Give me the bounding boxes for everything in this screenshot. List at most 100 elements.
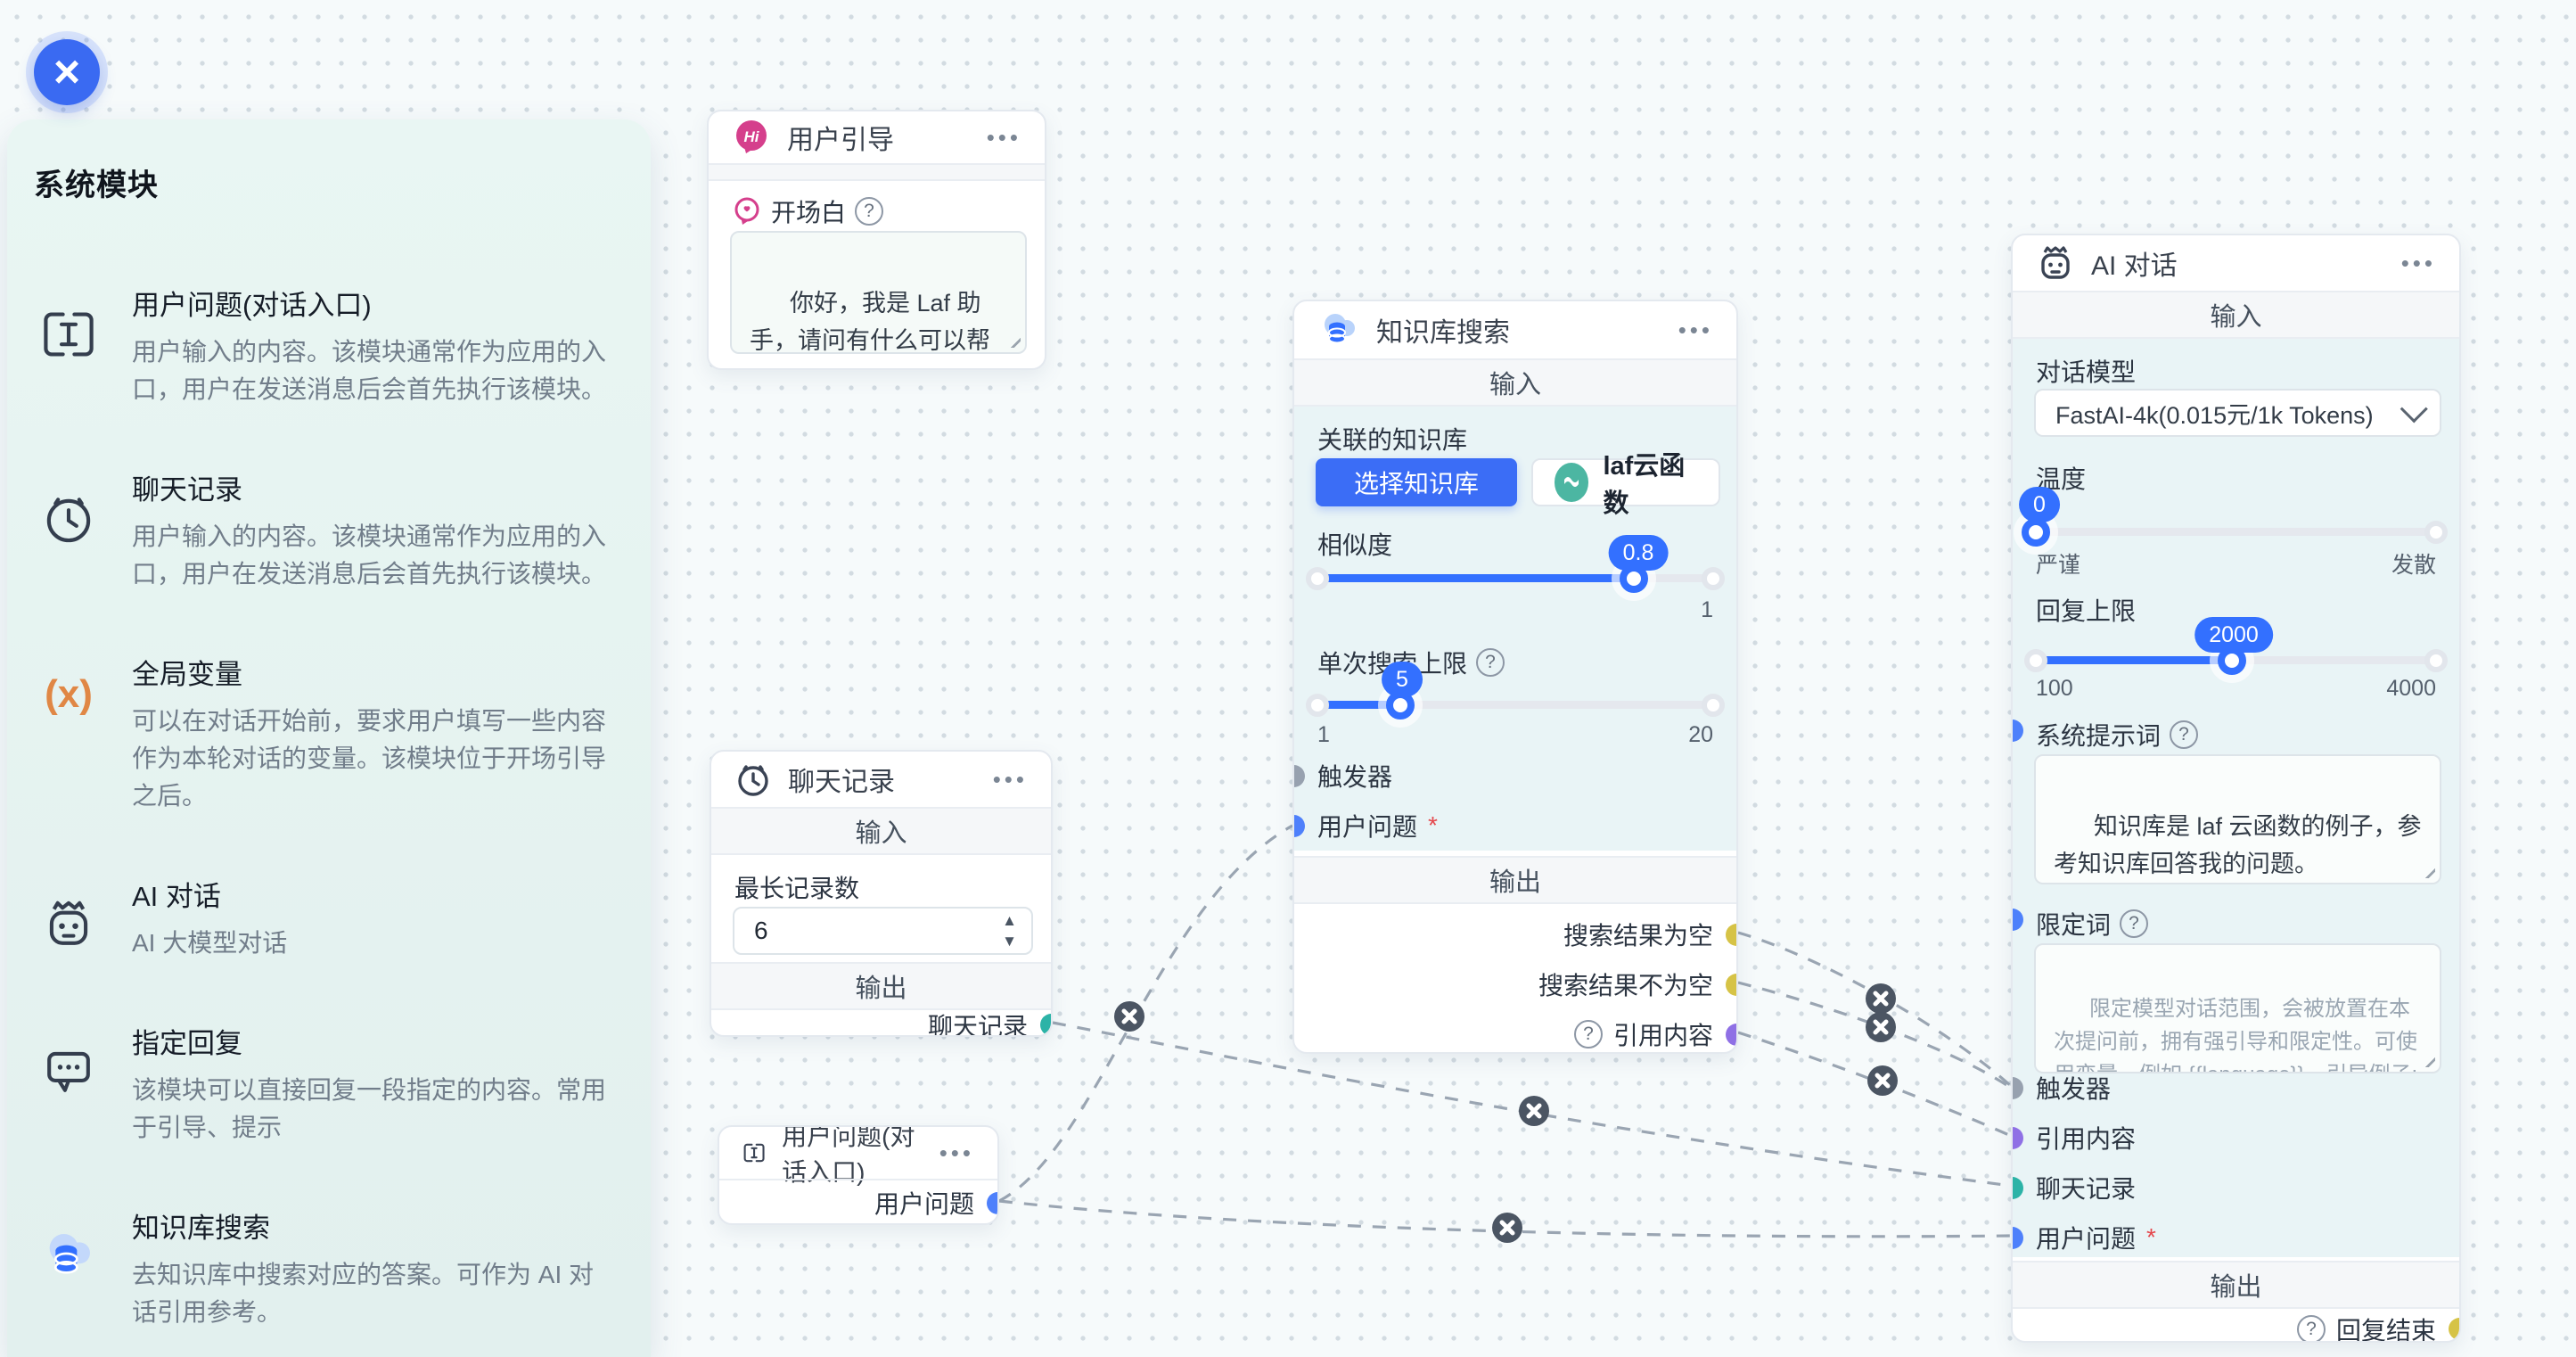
dataset-tag-label: laf云函数 <box>1603 452 1686 518</box>
output-empty-row: 搜索结果为空 <box>1563 922 1713 950</box>
limitword-textarea[interactable]: 限定模型对话范围，会被放置在本次提问前，拥有强引导和限定性。可使用变量，例如 {… <box>2034 943 2441 1073</box>
node-menu-icon[interactable]: ••• <box>992 765 1028 793</box>
chevron-down-icon <box>2400 395 2428 424</box>
sidebar-item-title: 聊天记录 <box>132 474 242 506</box>
max-records-input[interactable]: 6 ▲ ▼ <box>733 907 1033 955</box>
hi-bubble-icon: Hi <box>736 120 767 153</box>
temp-slider[interactable] <box>2022 517 2448 547</box>
port-sysprompt-in[interactable] <box>2013 720 2023 742</box>
node-userq-header: 用户问题(对话入口) ••• <box>719 1127 997 1186</box>
node-chat-history[interactable]: 聊天记录 ••• 输入 最长记录数 6 ▲ ▼ 输出 聊天记录 <box>710 750 1053 1037</box>
port-quote-in[interactable] <box>2013 1127 2023 1149</box>
port-done-out[interactable] <box>2449 1318 2459 1340</box>
input-trigger-row: 触发器 <box>1317 763 1393 791</box>
node-menu-icon[interactable]: ••• <box>986 123 1021 151</box>
node-user-guide[interactable]: Hi 用户引导 ••• 开场白 ? 你好，我是 Laf 助手，请问有什么可以帮助… <box>707 110 1046 370</box>
model-value: FastAI-4k(0.015元/1k Tokens) <box>2055 401 2374 429</box>
sysprompt-label-row: 系统提示词 ? <box>2036 717 2199 753</box>
edge-delete-icon[interactable] <box>1866 1012 1896 1042</box>
node-menu-icon[interactable]: ••• <box>939 1139 974 1166</box>
sidebar-item-title: 用户问题(对话入口) <box>132 290 372 321</box>
output-history-row: 聊天记录 <box>927 1013 1028 1037</box>
help-icon[interactable]: ? <box>855 197 884 226</box>
input-question-row: 用户问题* <box>1317 811 1438 841</box>
edge-delete-icon[interactable] <box>1867 1065 1898 1096</box>
node-title: 聊天记录 <box>788 768 895 797</box>
step-up-icon[interactable]: ▲ <box>1002 912 1017 929</box>
port-question-out[interactable] <box>987 1192 997 1214</box>
help-icon[interactable]: ? <box>1573 1020 1603 1049</box>
help-icon[interactable]: ? <box>2120 909 2149 938</box>
port-ai-question-in[interactable] <box>2013 1227 2023 1249</box>
section-output: 输出 <box>711 962 1051 1010</box>
port-history-in[interactable] <box>2013 1177 2023 1199</box>
port-question-in[interactable] <box>1294 815 1305 837</box>
required-mark: * <box>1428 811 1438 839</box>
limit-slider[interactable] <box>1306 690 1725 720</box>
sidebar-item-global-variables[interactable]: (x) 全局变量 可以在对话开始前，要求用户填写一些内容作为本轮对话的变量。该模… <box>34 652 611 815</box>
node-title: 用户引导 <box>787 126 894 155</box>
node-ai-chat[interactable]: AI 对话 ••• 输入 对话模型 FastAI-4k(0.015元/1k To… <box>2011 234 2461 1343</box>
node-menu-icon[interactable]: ••• <box>1678 316 1713 343</box>
help-icon[interactable]: ? <box>2296 1315 2326 1341</box>
output-quote-row: ? 引用内容 <box>1573 1015 1713 1052</box>
resize-grip-icon[interactable] <box>2419 1051 2435 1067</box>
clock-icon <box>34 467 103 593</box>
edge-delete-icon[interactable] <box>1866 983 1896 1014</box>
sidebar-item-title: 全局变量 <box>132 659 242 690</box>
sidebar-item-title: 指定回复 <box>132 1028 242 1059</box>
node-title: 知识库搜索 <box>1376 318 1510 348</box>
sidebar-item-ai-chat[interactable]: AI 对话 AI 大模型对话 <box>34 874 611 962</box>
variable-icon: (x) <box>45 672 93 716</box>
sidebar-item-user-question[interactable]: 用户问题(对话入口) 用户输入的内容。该模块通常作为应用的入口，用户在发送消息后… <box>34 283 611 408</box>
kb-search-icon <box>1325 314 1355 344</box>
tokens-slider[interactable] <box>2024 646 2448 675</box>
port-empty-out[interactable] <box>1726 924 1736 946</box>
node-menu-icon[interactable]: ••• <box>2400 249 2436 276</box>
dataset-tag[interactable]: laf云函数 <box>1531 452 1720 518</box>
resize-grip-icon[interactable] <box>1005 332 1021 348</box>
port-limitword-in[interactable] <box>2013 909 2023 931</box>
temp-right-label: 发散 <box>2391 553 2436 578</box>
edge-delete-icon[interactable] <box>1519 1096 1549 1126</box>
limit-value-bubble: 5 <box>1382 662 1423 697</box>
port-quote-out[interactable] <box>1726 1024 1736 1046</box>
edge-delete-icon[interactable] <box>1492 1213 1522 1243</box>
sidebar-item-desc: 用户输入的内容。该模块通常作为应用的入口，用户在发送消息后会首先执行该模块。 <box>132 522 607 588</box>
section-input: 输入 <box>711 807 1051 855</box>
input-trigger-row: 触发器 <box>2036 1075 2112 1103</box>
sidebar-item-kb-search[interactable]: 知识库搜索 去知识库中搜索对应的答案。可作为 AI 对话引用参考。 <box>34 1205 611 1331</box>
close-button[interactable]: × <box>34 39 100 105</box>
similarity-slider[interactable] <box>1306 563 1725 593</box>
node-title: 用户问题(对话入口) <box>782 1125 915 1186</box>
node-kb-search[interactable]: 知识库搜索 ••• 输入 关联的知识库 选择知识库 laf云函数 相似度 0.8… <box>1292 300 1738 1054</box>
sysprompt-textarea[interactable]: 知识库是 laf 云函数的例子，参考知识库回答我的问题。 <box>2034 754 2441 884</box>
divider <box>709 163 1045 181</box>
sidebar-item-desc: 可以在对话开始前，要求用户填写一些内容作为本轮对话的变量。该模块位于开场引导之后… <box>132 707 607 810</box>
similarity-value-bubble: 0.8 <box>1608 535 1669 571</box>
sidebar-item-chat-history[interactable]: 聊天记录 用户输入的内容。该模块通常作为应用的入口，用户在发送消息后会首先执行该… <box>34 467 611 593</box>
welcome-label: 开场白 <box>771 199 847 226</box>
port-notempty-out[interactable] <box>1726 974 1736 996</box>
heart-bubble-icon <box>734 197 759 225</box>
sidebar-item-desc: 用户输入的内容。该模块通常作为应用的入口，用户在发送消息后会首先执行该模块。 <box>132 338 607 403</box>
step-down-icon[interactable]: ▼ <box>1002 933 1017 950</box>
robot-icon <box>34 874 103 962</box>
select-kb-button[interactable]: 选择知识库 <box>1316 458 1517 506</box>
model-select[interactable]: FastAI-4k(0.015元/1k Tokens) <box>2034 389 2441 437</box>
sysprompt-text: 知识库是 laf 云函数的例子，参考知识库回答我的问题。 <box>2054 813 2422 877</box>
port-trigger-in[interactable] <box>1294 765 1305 787</box>
help-icon[interactable]: ? <box>1476 648 1505 677</box>
edge-delete-icon[interactable] <box>1114 1001 1144 1032</box>
port-trigger-in[interactable] <box>2013 1077 2023 1099</box>
port-history-out[interactable] <box>1040 1014 1051 1035</box>
clock-icon <box>738 765 768 796</box>
help-icon[interactable]: ? <box>2170 720 2199 749</box>
welcome-textarea[interactable]: 你好，我是 Laf 助手，请问有什么可以帮助你的么? [laf 有什么用？] [… <box>730 231 1027 354</box>
similarity-max-label: 1 <box>1701 597 1713 622</box>
node-user-question[interactable]: 用户问题(对话入口) ••• 用户问题 <box>718 1125 999 1225</box>
max-records-value: 6 <box>754 917 768 944</box>
sidebar-item-fixed-reply[interactable]: 指定回复 该模块可以直接回复一段指定的内容。常用于引导、提示 <box>34 1021 611 1147</box>
resize-grip-icon[interactable] <box>2419 862 2435 878</box>
